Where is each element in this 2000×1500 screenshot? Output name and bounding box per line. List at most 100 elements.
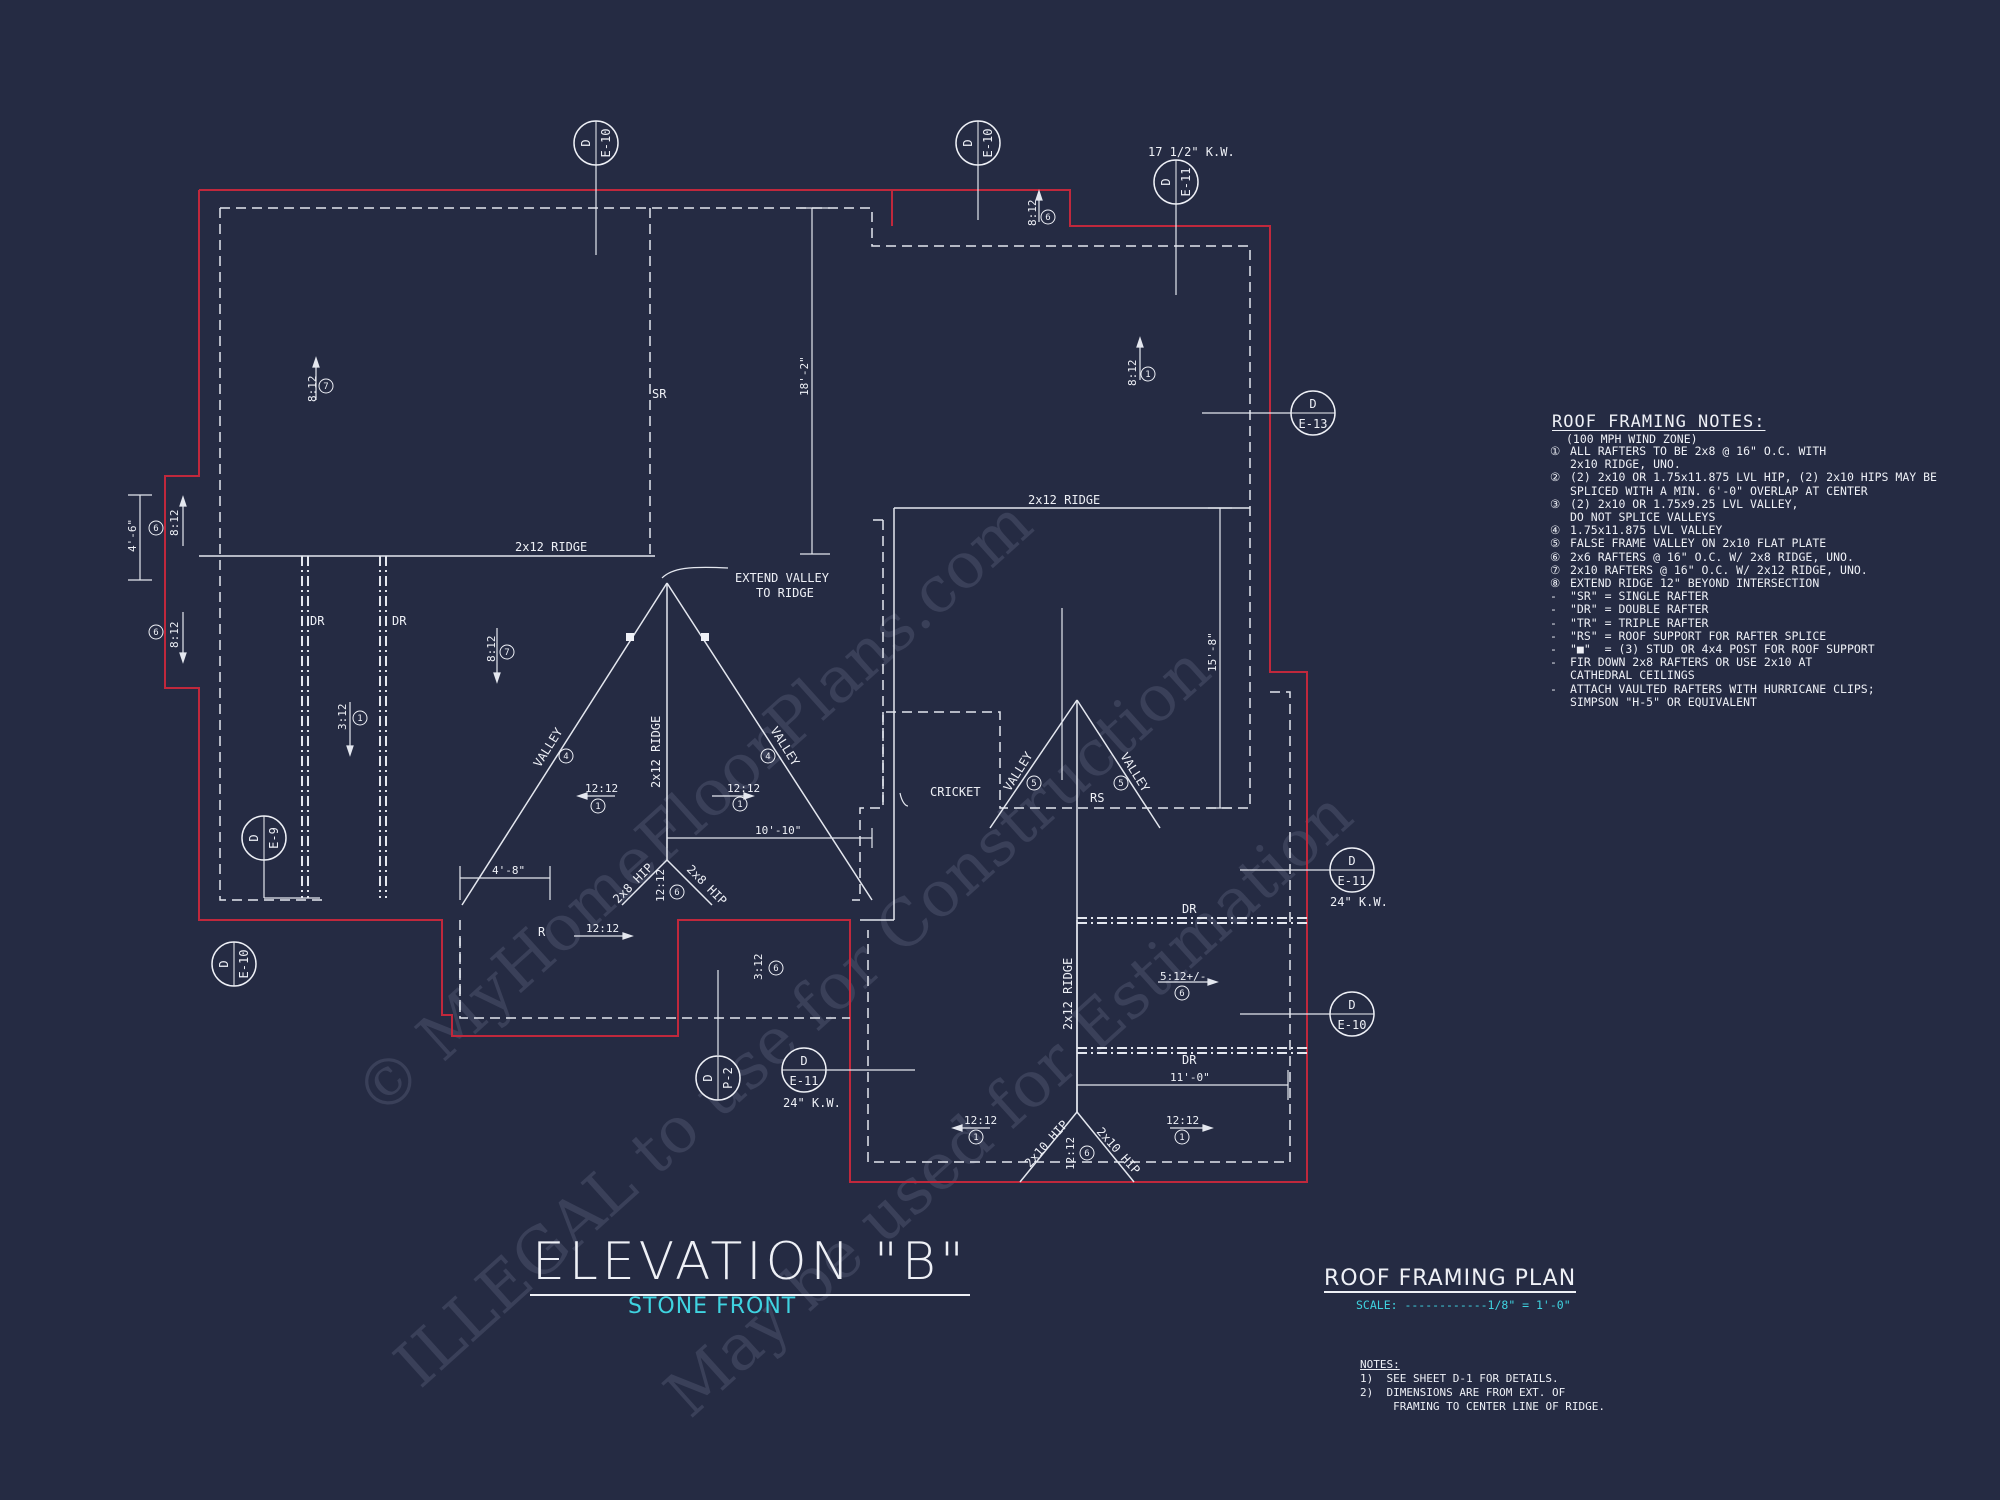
dimension-lines [128, 207, 1289, 1100]
framing-note-marker: ⑧ [1550, 576, 1561, 591]
framing-note-text: "■" = (3) STUD OR 4x4 POST FOR ROOF SUPP… [1570, 642, 1875, 657]
framing-note-marker: - [1550, 655, 1557, 670]
pitch-gable-tip: 12:12 [654, 869, 667, 902]
general-note-line: 1) SEE SHEET D-1 FOR DETAILS. [1360, 1372, 1559, 1385]
svg-text:6: 6 [1084, 1149, 1089, 1159]
label-valley-1: VALLEY [531, 725, 566, 770]
callout-8-top: D [1348, 998, 1355, 1012]
dim-4-6: 4'-6" [126, 519, 139, 552]
plan-title: ROOF FRAMING PLAN [1324, 1266, 1577, 1293]
svg-text:7: 7 [504, 648, 509, 658]
framing-note-text: "SR" = SINGLE RAFTER [1570, 589, 1709, 604]
label-kw-top: 17 1/2" K.W. [1148, 145, 1235, 159]
framing-note-marker: - [1550, 681, 1557, 696]
svg-text:1: 1 [595, 802, 600, 812]
framing-note-marker: ③ [1550, 496, 1561, 511]
framing-note-item: -FIR DOWN 2x8 RAFTERS OR USE 2x10 AT CAT… [1550, 655, 1990, 683]
dim-18-2: 18'-2" [798, 356, 811, 396]
pitch-bot-tip: 12:12 [1064, 1137, 1077, 1170]
callout-4-bottom: E-13 [1299, 417, 1328, 431]
framing-note-marker: - [1550, 615, 1557, 630]
svg-text:4: 4 [563, 752, 568, 762]
callout-2-bottom: E-10 [981, 129, 995, 158]
pitch-top-ext: 8:12 [1026, 200, 1039, 227]
svg-text:1: 1 [737, 800, 742, 810]
pitch-top-right: 8:12 [1126, 360, 1139, 387]
callout-1-top: D [579, 139, 593, 146]
watermark-line-1: © MyHomeFloorPlans.com [341, 486, 1046, 1132]
svg-text:6: 6 [674, 888, 679, 898]
framing-note-text: FIR DOWN 2x8 RAFTERS OR USE 2x10 AT CATH… [1570, 655, 1813, 683]
framing-note-text: 1.75x11.875 LVL VALLEY [1570, 523, 1723, 538]
callout-2-top: D [961, 139, 975, 146]
label-sr: SR [652, 387, 667, 401]
label-ridge-right: 2x12 RIDGE [1028, 493, 1100, 507]
framing-note-marker: ④ [1550, 523, 1561, 538]
svg-text:1: 1 [1145, 370, 1150, 380]
framing-note-item: ②(2) 2x10 OR 1.75x11.875 LVL HIP, (2) 2x… [1550, 470, 1990, 498]
plan-scale: SCALE: ------------1/8" = 1'-0" [1356, 1298, 1571, 1312]
svg-text:1: 1 [1179, 1133, 1184, 1143]
dimension-text: 18'-2" 15'-8" 10'-10" 4'-8" 11'-0" 4'-6" [126, 356, 1219, 1084]
callout-10-top: D [800, 1054, 807, 1068]
svg-text:6: 6 [1179, 989, 1184, 999]
framing-note-marker: - [1550, 628, 1557, 643]
label-dr-4: DR [1182, 1053, 1197, 1067]
label-hip-2: 2x8 HIP [684, 862, 730, 908]
framing-note-marker: ② [1550, 470, 1561, 485]
callout-3-bottom: E-11 [1179, 168, 1193, 197]
note-markers [148, 209, 1190, 1161]
callout-5-bottom: E-9 [267, 827, 281, 849]
callout-dividers [233, 121, 1374, 1100]
callout-10-bottom: E-11 [790, 1074, 819, 1088]
general-note-line: FRAMING TO CENTER LINE OF RIDGE. [1360, 1400, 1606, 1413]
label-ridge-bottom: 2x12 RIDGE [1061, 958, 1075, 1030]
framing-note-item: -"SR" = SINGLE RAFTER [1550, 590, 1990, 603]
post-marker-1 [626, 633, 634, 641]
label-ridge-gable: 2x12 RIDGE [649, 716, 663, 788]
general-notes: NOTES: 1) SEE SHEET D-1 FOR DETAILS. 2) … [1360, 1358, 1605, 1414]
pitch-shed: 3:12 [336, 704, 349, 731]
framing-note-marker: - [1550, 642, 1557, 657]
framing-note-text: "DR" = DOUBLE RAFTER [1570, 602, 1709, 617]
pitch-left-mid: 8:12 [485, 636, 498, 663]
label-dr-3: DR [1182, 902, 1197, 916]
label-kw-bottom: 24" K.W. [783, 1096, 841, 1110]
framing-note-item: ③(2) 2x10 OR 1.75x9.25 LVL VALLEY, DO NO… [1550, 496, 1990, 524]
framing-note-marker: ⑥ [1550, 549, 1561, 564]
pitch-labels: 8:12 8:12 8:12 3:12 12:12 12:12 12:12 3:… [168, 200, 1206, 1171]
dim-11-0: 11'-0" [1170, 1071, 1210, 1084]
callout-8-bottom: E-10 [1338, 1018, 1367, 1032]
wall-outline [164, 189, 1308, 1183]
double-rafters [301, 556, 1307, 1054]
label-r: R [538, 925, 546, 939]
pitch-left-1: 8:12 [168, 510, 181, 537]
framing-note-marker: ⑦ [1550, 562, 1561, 577]
callout-4-top: D [1309, 397, 1316, 411]
pitch-gable-l: 12:12 [585, 782, 618, 795]
framing-note-text: 2x6 RAFTERS @ 16" O.C. W/ 2x8 RIDGE, UNO… [1570, 549, 1854, 564]
framing-note-marker: ⑤ [1550, 536, 1561, 551]
elevation-subtitle: STONE FRONT [628, 1294, 797, 1319]
framing-note-item: -ATTACH VAULTED RAFTERS WITH HURRICANE C… [1550, 681, 1990, 709]
label-extend-2: TO RIDGE [756, 586, 814, 600]
callout-6-bottom: E-10 [237, 950, 251, 979]
framing-note-marker: - [1550, 589, 1557, 604]
framing-note-marker: ① [1550, 444, 1561, 458]
pitch-side: 5:12+/- [1160, 970, 1206, 983]
label-dr-2: DR [392, 614, 407, 628]
framing-note-item: -"DR" = DOUBLE RAFTER [1550, 603, 1990, 616]
svg-text:7: 7 [323, 382, 328, 392]
framing-note-text: "TR" = TRIPLE RAFTER [1570, 615, 1709, 630]
roof-edge [219, 207, 1291, 1163]
label-dr-1: DR [310, 614, 325, 628]
framing-notes-wind-zone: (100 MPH WIND ZONE) [1566, 432, 1698, 446]
callout-5-top: D [247, 834, 261, 841]
label-cricket: CRICKET [930, 785, 981, 799]
label-extend-1: EXTEND VALLEY [735, 571, 830, 585]
framing-note-item: ④ 1.75x11.875 LVL VALLEY [1550, 524, 1990, 537]
